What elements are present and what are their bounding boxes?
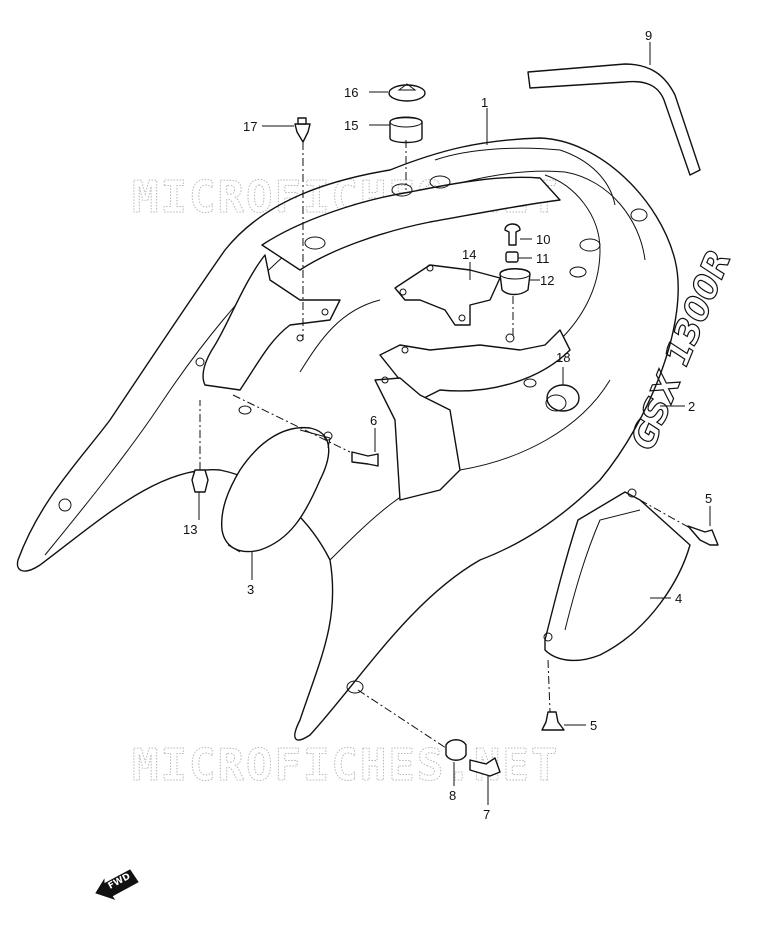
part-5-screw-lower xyxy=(541,711,565,731)
callout-14: 14 xyxy=(462,247,476,262)
callout-5-upper: 5 xyxy=(705,491,712,506)
callout-10: 10 xyxy=(536,232,550,247)
callout-13: 13 xyxy=(183,522,197,537)
callout-18: 18 xyxy=(556,350,570,365)
fwd-arrow: FWD xyxy=(95,869,139,900)
part-15-grommet xyxy=(389,116,423,144)
part-1-seat-tail-cover xyxy=(16,137,679,741)
part-4-side-cover xyxy=(543,488,691,662)
part-5-screw-upper xyxy=(687,525,719,546)
part-12-grommet xyxy=(499,268,531,296)
callout-16: 16 xyxy=(344,85,358,100)
decal-text: GSX 1300R xyxy=(623,245,739,456)
callout-12: 12 xyxy=(540,273,554,288)
callout-11: 11 xyxy=(536,251,550,266)
callout-1: 1 xyxy=(481,95,488,110)
callout-8: 8 xyxy=(449,788,456,803)
part-10-screw xyxy=(504,223,521,246)
assembly-lines xyxy=(199,140,691,749)
callout-7: 7 xyxy=(483,807,490,822)
callout-15: 15 xyxy=(344,118,358,133)
part-7-bolt xyxy=(469,757,501,777)
part-6-screw xyxy=(351,451,379,467)
part-3-cover xyxy=(220,426,333,553)
callout-5-lower: 5 xyxy=(590,718,597,733)
callout-2: 2 xyxy=(688,399,695,414)
part-11-collar xyxy=(505,251,519,263)
part-18-plug xyxy=(545,384,580,412)
part-2-decal: GSX 1300R xyxy=(623,244,740,456)
part-14-bracket xyxy=(394,264,501,326)
callouts: 1 2 3 4 5 5 6 7 8 9 10 11 12 13 14 15 16… xyxy=(183,28,712,822)
callout-6: 6 xyxy=(370,413,377,428)
callout-17: 17 xyxy=(243,119,257,134)
part-17-clip xyxy=(294,117,311,143)
callout-4: 4 xyxy=(675,591,682,606)
callout-3: 3 xyxy=(247,582,254,597)
part-8-grommet xyxy=(445,739,467,761)
part-16-cap xyxy=(388,83,426,102)
callout-9: 9 xyxy=(645,28,652,43)
leader-lines xyxy=(198,42,711,805)
part-9-handle-strip xyxy=(527,63,701,176)
part-13-clip xyxy=(191,469,209,493)
